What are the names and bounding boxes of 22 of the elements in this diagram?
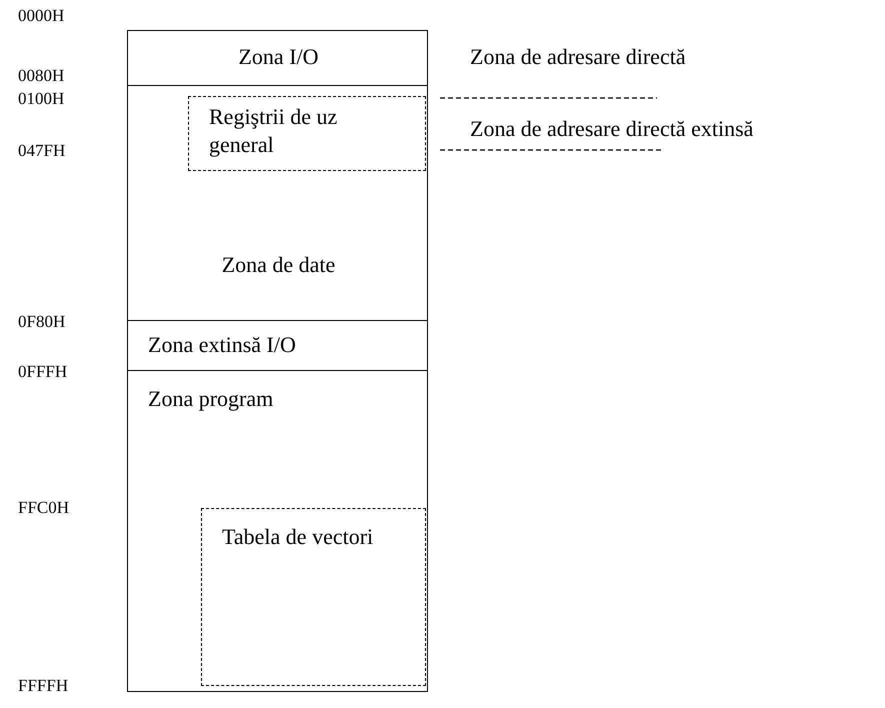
zone-label: Regiştrii de uz general	[209, 103, 338, 159]
dashed-region	[201, 508, 426, 686]
memory-zone	[127, 370, 428, 692]
memory-zone	[127, 30, 428, 86]
address-label: 0000H	[18, 6, 64, 26]
zone-label: Zona extinsă I/O	[148, 331, 297, 359]
memory-zone	[127, 85, 428, 321]
address-label: FFFFH	[18, 676, 68, 696]
zone-label: Zona I/O	[237, 43, 320, 71]
address-label: 0F80H	[18, 312, 66, 332]
zone-label: Zona de date	[220, 251, 336, 279]
address-label: 0080H	[18, 66, 64, 86]
address-label: 0100H	[18, 89, 64, 109]
zone-label: Tabela de vectori	[222, 523, 374, 551]
dashed-region	[188, 96, 426, 171]
address-label: FFC0H	[18, 498, 70, 518]
memory-zone	[127, 320, 428, 371]
region-label: Zona de adresare directă extinsă	[470, 116, 754, 142]
region-label: Zona de adresare directă	[470, 44, 686, 70]
zone-label: Zona program	[148, 385, 274, 413]
address-label: 047FH	[18, 141, 66, 161]
address-label: 0FFFH	[18, 362, 68, 382]
